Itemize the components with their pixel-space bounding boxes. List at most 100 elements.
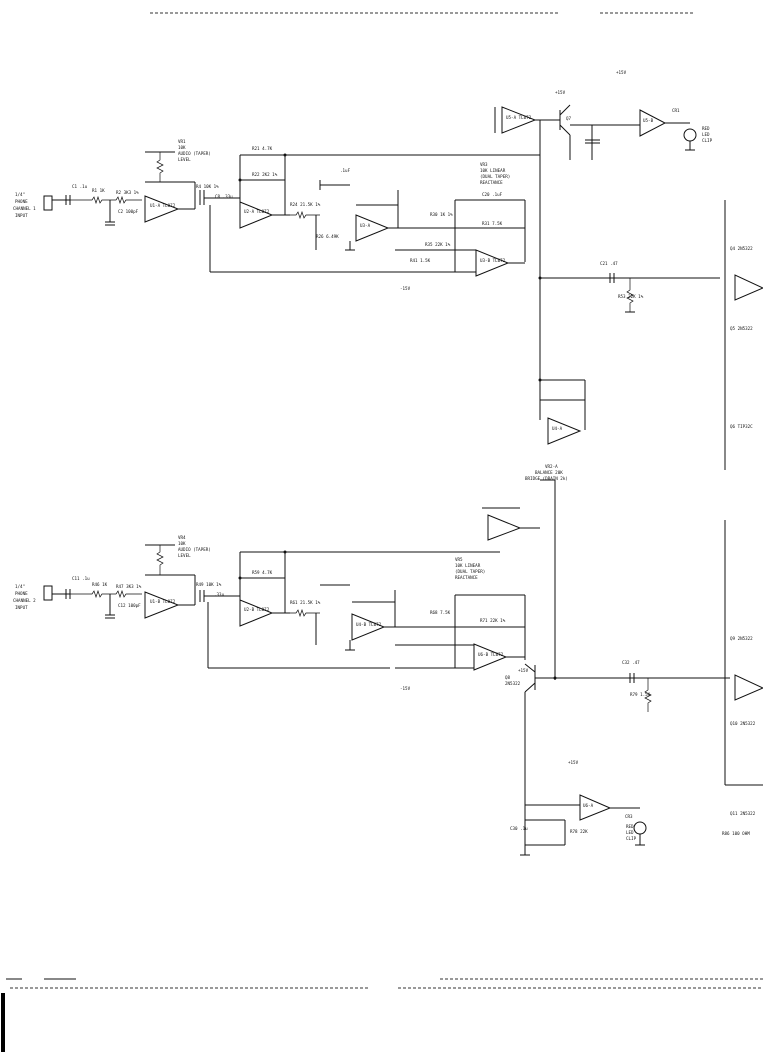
op-amp-u1b: U1-B TL072 (144, 574, 196, 619)
u6b-label: U6-B TL072 (478, 652, 504, 657)
j1-line-4: INPUT (15, 213, 28, 218)
c2-label: C2 100pF (118, 209, 139, 214)
ch2-plus15-b: +15V (568, 760, 579, 765)
u2b-label: U2-B TL072 (244, 607, 270, 612)
r4-label: R4 10K 1% (196, 184, 219, 189)
j1-line-2: PHONE (15, 199, 28, 204)
vr5-line-4: REACTANCE (455, 575, 478, 580)
cr3-line-2: RED (626, 824, 634, 829)
r24-label: R24 21.5K 1% (290, 202, 321, 207)
cr3-line-3: LED (626, 830, 634, 835)
vr2-line-3: BRIDGE (DRAIN 2k) (525, 476, 568, 481)
r53-label: R53 22K 1% (618, 294, 644, 299)
j2-line-1: 1/4" (15, 584, 25, 589)
r79-label: R79 1.5K (630, 692, 651, 697)
j1-line-1: 1/4" (15, 192, 25, 197)
q5-label: Q5 2N5322 (730, 326, 753, 331)
channel-1-level-pot: VR1 10K AUDIO (TAPER) LEVEL (145, 139, 211, 183)
r47-label: R47 3K3 1% (116, 584, 142, 589)
sheet-border-bottom (1, 978, 763, 1052)
cr1-line-1: CR1 (672, 108, 680, 113)
op-amp-u1a: U1-A TL072 (144, 181, 196, 223)
r59-label: R59 4.7K (252, 570, 273, 575)
vr3-line-1: VR3 (480, 162, 488, 167)
vr2-line-2: BALANCE 20K (535, 470, 563, 475)
c32-label: C32 .47 (622, 660, 640, 665)
vr5-line-1: VR5 (455, 557, 463, 562)
j1-line-3: CHANNEL 1 (13, 206, 36, 211)
r49-label: R49 10K 1% (196, 582, 222, 587)
channel-2-input-network: C11 .1u R46 1K R47 3K3 1% C12 100pF (65, 576, 142, 619)
r21-label: R21 4.7K (252, 146, 273, 151)
vr4-line-4: LEVEL (178, 553, 191, 558)
vr2-line-1: VR2-A (545, 464, 558, 469)
j2-line-2: PHONE (15, 591, 28, 596)
c8-label: C8 .33u (215, 194, 233, 199)
channel-1-bridge-section: U4-A VR2-A BALANCE 20K BRIDGE (DRAIN 2k) (525, 340, 586, 680)
c1-label: C1 .1u (72, 184, 88, 189)
channel-1-coupling: C21 .47 R53 22K 1% (538, 261, 720, 313)
u3b-label: U3-B TL072 (480, 258, 506, 263)
c20-label: C20 .1uF (482, 192, 503, 197)
r35-label: R35 22K 1% (425, 242, 451, 247)
ch2-minus15: -15V (400, 686, 411, 691)
ch1-plus15-b: +15V (616, 70, 627, 75)
c18-label: .33u (214, 592, 225, 597)
r2-label: R2 3K3 1% (116, 190, 139, 195)
j2-line-4: INPUT (15, 605, 28, 610)
u1a-label: U1-A TL072 (150, 203, 176, 208)
q4-label: Q4 2N5322 (730, 246, 753, 251)
u4b-label: U4-B TL072 (356, 622, 382, 627)
c30-label: C30 .1u (510, 826, 528, 831)
r86-label: R86 100 OHM (722, 831, 750, 836)
cr3-line-1: CR3 (625, 814, 633, 819)
r31-label: R31 7.5K (482, 221, 503, 226)
vr3-line-3: (DUAL TAPER) (480, 174, 510, 179)
r41-label: R41 1.5K (410, 258, 431, 263)
vr1-line-3: AUDIO (TAPER) (178, 151, 211, 156)
channel-2-output-section: +15V Q8 2N5322 C32 .47 R79 1.5K +15V U6-… (505, 660, 730, 856)
u5a-label: U5-A TL072 (506, 115, 532, 120)
q8-line-2: 2N5322 (505, 681, 521, 686)
vr5-line-2: 10K LINEAR (455, 563, 481, 568)
channel-1: 1/4" PHONE CHANNEL 1 INPUT C1 .1u R1 1K … (13, 70, 720, 680)
r68-label: R68 7.5K (430, 610, 451, 615)
ch1-plus15-a: +15V (555, 90, 566, 95)
channel-1-stage-3: R24 21.5K 1% .1uF R26 6.49K U3-A (290, 168, 405, 251)
channel-1-output-section: U5-A TL072 +15V +15V Q7 U5-B CR1 RED LED… (494, 70, 713, 340)
u5b-label: U5-B (643, 118, 654, 123)
vr4-line-3: AUDIO (TAPER) (178, 547, 211, 552)
vr1-line-4: LEVEL (178, 157, 191, 162)
u6a-label: U6-A (583, 803, 594, 808)
channel-2: 1/4" PHONE CHANNEL 2 INPUT C11 .1u R46 1… (13, 507, 730, 856)
c10-label: .1uF (340, 168, 351, 173)
u3b-label-a: U3-A (360, 223, 371, 228)
c12-label: C12 100pF (118, 603, 141, 608)
vr4-line-2: 10K (178, 541, 186, 546)
r30-label: R30 1K 1% (430, 212, 453, 217)
r1-label: R1 1K (92, 188, 105, 193)
cr1-line-2: RED (702, 126, 710, 131)
vr5-line-3: (DUAL TAPER) (455, 569, 485, 574)
vr1-line-1: VR1 (178, 139, 186, 144)
ch1-minus15: -15V (400, 286, 411, 291)
c21-label: C21 .47 (600, 261, 618, 266)
u1b-label: U1-B TL072 (150, 599, 176, 604)
vr1-line-2: 10K (178, 145, 186, 150)
u2a-label: U2-A TL072 (244, 209, 270, 214)
channel-1-stage-2: R4 10K 1% C8 .33u U2-A TL072 R21 4.7K R2… (196, 146, 540, 272)
q7-label: Q7 (566, 116, 572, 121)
u4a-label: U4-A (552, 426, 563, 431)
channel-1-input-network: C1 .1u R1 1K R2 3K3 1% C2 100pF (65, 184, 142, 226)
q9-label: Q9 2N5322 (730, 636, 753, 641)
j2-line-3: CHANNEL 2 (13, 598, 36, 603)
r78-label: R78 22K (570, 829, 588, 834)
cr3-line-4: CLIP (626, 836, 637, 841)
vr3-line-2: 10K LINEAR (480, 168, 506, 173)
r46-label: R46 1K (92, 582, 108, 587)
channel-1-reactance-section: C20 .1uF R31 7.5K R30 1K 1% U3-B TL072 R… (210, 162, 526, 277)
channel-2-reactance-section: R71 22K 1% R68 7.5K U6-B TL072 VR5 10K L… (395, 507, 540, 671)
channel-1-input-jack: 1/4" PHONE CHANNEL 1 INPUT (13, 192, 70, 218)
q10-label: Q10 2N5322 (730, 721, 756, 726)
